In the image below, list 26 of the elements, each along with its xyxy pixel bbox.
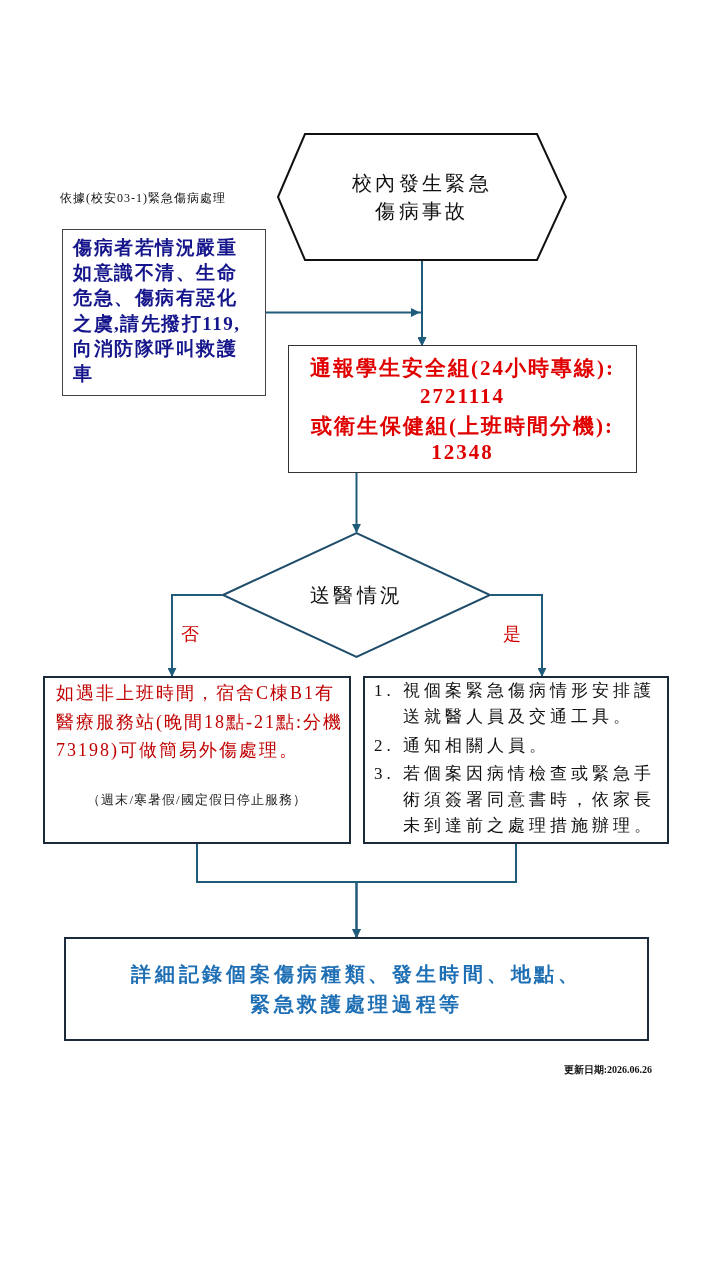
record-text: 詳細記錄個案傷病種類、發生時間、地點、緊急救護處理過程等 [130, 962, 583, 1017]
contact-text: 通報學生安全組(24小時專線):2721114 [309, 354, 616, 410]
list-item: 3. 若個案因病情檢查或緊急手術須簽署同意書時，依家長未到達前之處理措施辦理。 [374, 763, 656, 837]
reference-note: 依據(校安03-1)緊急傷病處理 [60, 190, 226, 206]
connector-arrow [167, 594, 223, 677]
service-note: 如遇非上班時間，宿舍C棟B1有醫療服務站(晚間18點-21點:分機73198)可做簡易外傷處理。 [56, 682, 344, 762]
process-box [43, 676, 351, 844]
decision-label: 送醫情況 [309, 583, 404, 608]
warning-text: 傷病者若情況嚴重如意識不清、生命危急、傷病有惡化之虞,請先撥打119,向消防隊呼叫救護車 [73, 236, 242, 386]
edge-label: 是 [501, 623, 523, 645]
decision-diamond [222, 532, 491, 658]
event-title: 校內發生緊急傷病事故 [351, 171, 493, 224]
update-date: 更新日期:2026.06.26 [563, 1063, 652, 1077]
connector-arrow [490, 594, 547, 677]
service-hours-note: （週末/寒暑假/國定假日停止服務） [86, 791, 308, 809]
event-hexagon [277, 133, 567, 261]
contact-text: 或衛生保健組(上班時間分機):12348 [310, 412, 615, 465]
connector-arrow [352, 843, 517, 938]
report-box [288, 345, 637, 473]
list-item: 2. 通知相關人員。 [374, 735, 551, 757]
process-box [363, 676, 669, 844]
list-item: 1. 視個案緊急傷病情形安排護送就醫人員及交通工具。 [374, 680, 656, 728]
edge-label: 否 [179, 623, 201, 645]
record-box [64, 937, 649, 1041]
connector-arrow [352, 472, 361, 533]
warning-box [62, 229, 266, 396]
